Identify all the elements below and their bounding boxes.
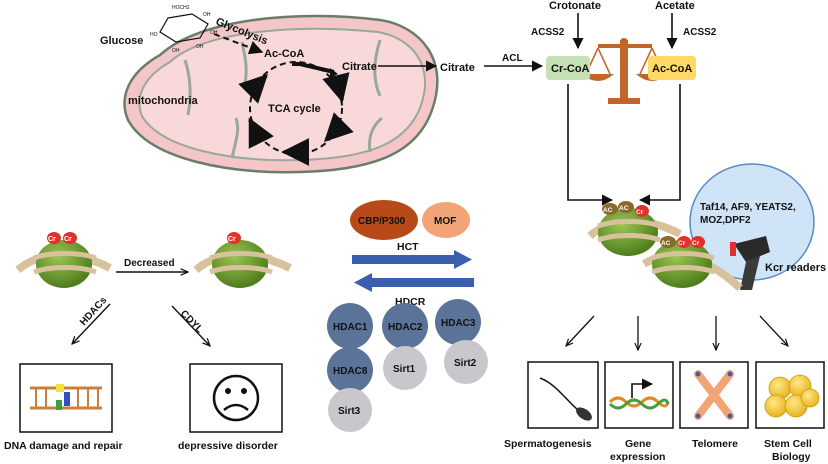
stem-cells-icon [764, 374, 820, 418]
cbp-p300-label: CBP/P300 [358, 216, 406, 227]
glycolysis-arrow [213, 33, 264, 55]
hct-label: HCT [397, 241, 419, 253]
gene-expression-label-2: expression [610, 451, 665, 463]
cr-tag-2: Cr [64, 236, 72, 243]
kcr-readers-label: Kcr readers [765, 262, 826, 274]
mof-ellipse [422, 202, 470, 238]
ring-label-oh4: OH [210, 30, 218, 36]
hdacs-arrow [72, 303, 111, 344]
ring-label-oh3: OH [196, 44, 204, 50]
cr-coa-label: Cr-CoA [551, 63, 590, 75]
telomere-label: Telomere [692, 438, 738, 450]
tca-cycle-label: TCA cycle [268, 103, 321, 115]
ac-tag-1: AC [603, 207, 613, 214]
cdyl-arrow [171, 305, 210, 346]
cbp-p300-ellipse [350, 200, 418, 240]
hdac1-circle [327, 303, 373, 349]
hdcr-arrow [354, 273, 474, 292]
scanner-icon [730, 236, 770, 290]
telomere-box [679, 361, 749, 429]
hdac3-circle [435, 299, 481, 345]
cr-tag-3: Cr [228, 236, 236, 243]
hdac2-circle [382, 303, 428, 349]
hdacs-label: HDACs [78, 295, 110, 328]
citrate-inner-label: Citrate [342, 61, 377, 73]
depressive-label: depressive disorder [178, 440, 278, 452]
chromosome-icon [694, 370, 734, 420]
arrow-stem-cell [759, 315, 788, 346]
cr-coa-box [546, 56, 590, 80]
arrow-spermatogenesis [566, 315, 595, 346]
readers-line1: Taf14, AF9, YEATS2, [700, 202, 796, 213]
ac-coa-to-histone-arrow [638, 84, 681, 206]
hdac8-circle [327, 347, 373, 393]
sirt1-label: Sirt1 [393, 364, 416, 375]
citrate-outer-label: Citrate [440, 62, 475, 74]
dna-damage-label: DNA damage and repair [4, 440, 123, 452]
ring-label-oh1: OH [203, 12, 211, 18]
hdac8-label: HDAC8 [333, 366, 368, 377]
ac-coa-label: Ac-CoA [652, 63, 692, 75]
hdac1-label: HDAC1 [333, 322, 368, 333]
gene-expression-box [604, 361, 674, 429]
gene-expression-label-1: Gene [625, 438, 651, 450]
hdac2-label: HDAC2 [388, 322, 423, 333]
gene-expression-icon [608, 378, 670, 410]
cr-tag-6: Cr [692, 240, 700, 247]
acl-label: ACL [502, 53, 523, 64]
sirt2-label: Sirt2 [454, 358, 477, 369]
cdyl-label: CDYL [178, 308, 205, 335]
tca-cycle: TCA cycle [238, 61, 354, 166]
ac-tag-3: AC [661, 240, 671, 247]
acss2-right-label: ACSS2 [683, 27, 717, 38]
sperm-icon [539, 377, 592, 421]
decreased-label: Decreased [124, 258, 175, 269]
readers-line2: MOZ,DPF2 [700, 215, 751, 226]
cr-coa-to-histone-arrow [567, 84, 614, 206]
sirt3-circle [328, 388, 372, 432]
nucleosome-one-cr: Cr [193, 232, 292, 288]
mitochondria-label: mitochondria [128, 95, 199, 107]
spermatogenesis-label: Spermatogenesis [504, 438, 592, 450]
acss2-left-label: ACSS2 [531, 27, 565, 38]
sirt2-circle [444, 340, 488, 384]
stem-cell-label-2: Biology [772, 451, 811, 463]
ring-label-ho: HO [150, 32, 158, 38]
stem-cell-label-1: Stem Cell [764, 438, 812, 450]
hct-arrow [352, 250, 472, 269]
sirt1-circle [383, 346, 427, 390]
ring-label-hoch2: HOCH2 [172, 5, 190, 11]
dna-ladder-icon [30, 384, 102, 410]
ring-label-oh2: OH [172, 48, 180, 54]
ac-tag-2: AC [619, 205, 629, 212]
crotonate-label: Crotonate [549, 0, 601, 12]
sirt3-label: Sirt3 [338, 406, 361, 417]
nucleosome-ac-cr-lower: AC Cr Cr [641, 236, 743, 291]
hdac3-label: HDAC3 [441, 318, 476, 329]
glucose-structure: HOCH2 OH HO OH OH OH [150, 5, 218, 54]
ac-coa-box [648, 56, 696, 80]
cr-tag-5: Cr [678, 240, 686, 247]
acetate-label: Acetate [655, 0, 695, 12]
glucose-label: Glucose [100, 35, 143, 47]
depressive-box [189, 363, 283, 433]
sad-face-icon [212, 374, 260, 422]
acetyl-coa-label: Ac-CoA [264, 48, 304, 60]
nucleosome-ac-cr: AC AC Cr [587, 201, 682, 256]
cr-tag-1: Cr [48, 236, 56, 243]
nucleosome-two-cr: Cr Cr [15, 232, 112, 288]
mof-label: MOF [434, 216, 456, 227]
cr-tag-4: Cr [636, 209, 644, 216]
